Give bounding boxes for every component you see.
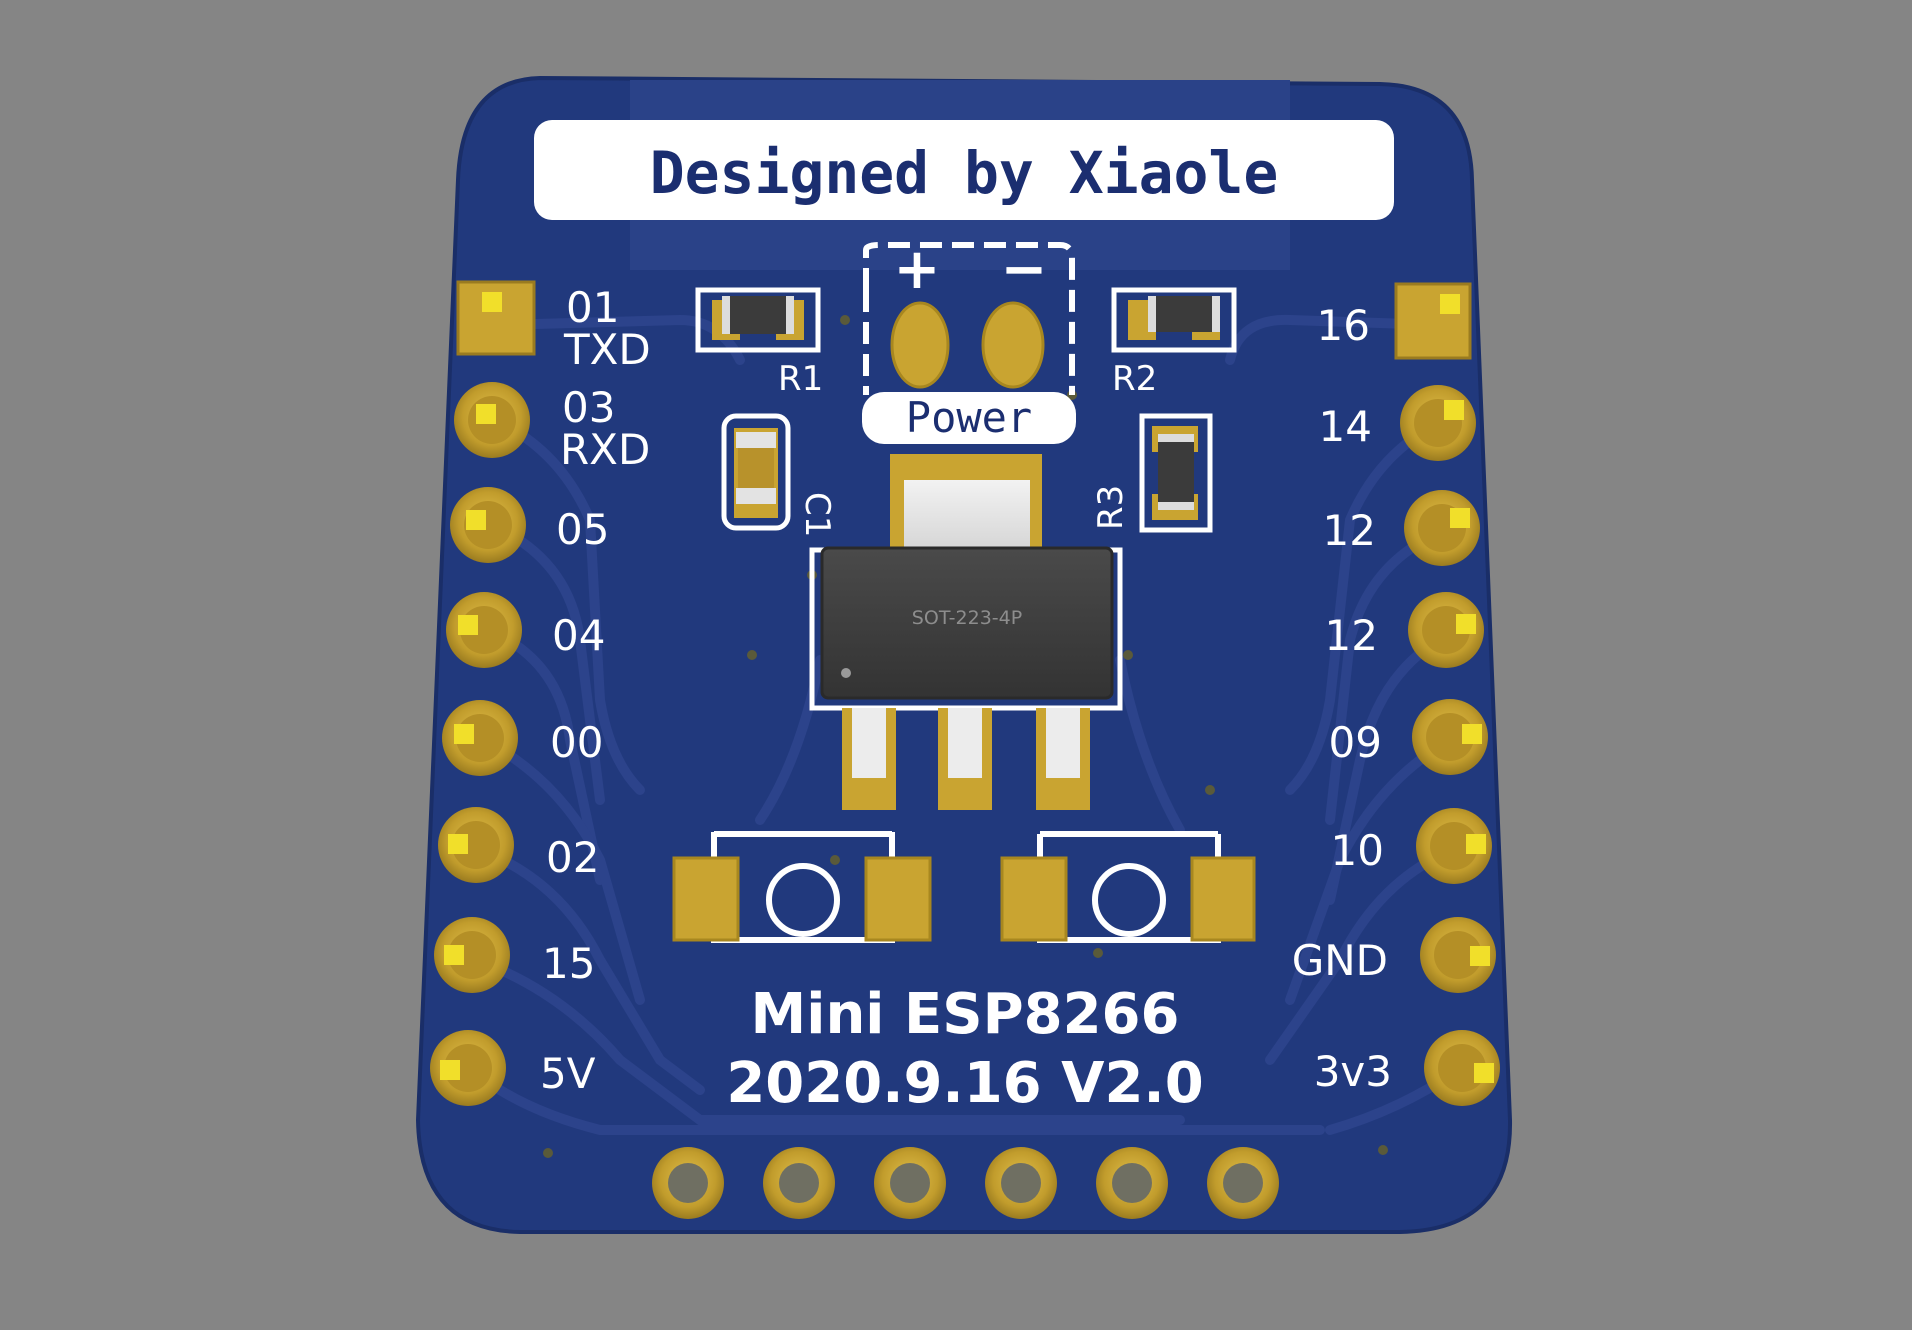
pin-label: 5V — [540, 1049, 596, 1098]
pin-center — [482, 292, 502, 312]
regulator-body — [820, 546, 1114, 700]
r3-label: R3 — [1091, 485, 1131, 530]
pin-label: 14 — [1319, 402, 1372, 451]
pin-hole-right-1 — [1400, 385, 1476, 461]
pin-label: 00 — [550, 718, 603, 767]
regulator-tab — [904, 480, 1030, 550]
power-connector: Power + − — [862, 237, 1076, 444]
pin-hole-left-2 — [450, 487, 526, 563]
pin-hole-bottom-6 — [1207, 1147, 1279, 1219]
right-header — [1394, 282, 1500, 1106]
board-title: Mini ESP8266 — [751, 982, 1180, 1047]
pin-label: 09 — [1329, 718, 1382, 767]
pin-hole-bottom-4 — [985, 1147, 1057, 1219]
pin-hole-bottom-2 — [763, 1147, 835, 1219]
pin-label: GND — [1292, 936, 1388, 985]
pin-label: 16 — [1317, 301, 1370, 350]
power-pad-minus — [981, 301, 1045, 389]
r1-label: R1 — [778, 359, 823, 399]
switch-left — [672, 831, 932, 943]
pin-hole-right-2 — [1404, 490, 1480, 566]
pin-hole-right-6 — [1420, 917, 1496, 993]
pin-label: 02 — [546, 833, 599, 882]
switch-right — [1000, 831, 1256, 943]
pin-label: 03 — [562, 383, 615, 432]
pin-hole-bottom-1 — [652, 1147, 724, 1219]
pin-hole-right-7 — [1424, 1030, 1500, 1106]
left-header — [430, 280, 536, 1106]
pin-label: 05 — [556, 505, 609, 554]
power-outline — [863, 242, 1075, 395]
pin-label: 12 — [1325, 611, 1378, 660]
banner-box — [534, 120, 1394, 220]
pin-label: 10 — [1331, 826, 1384, 875]
pin-hole-left-7 — [430, 1030, 506, 1106]
pin-hole-left-6 — [434, 917, 510, 993]
power-label: Power — [906, 393, 1032, 442]
pin-hole-right-5 — [1416, 808, 1492, 884]
resistor-r3: R3 — [1091, 413, 1213, 533]
bottom-header — [652, 1147, 1279, 1219]
regulator-leads — [842, 708, 1090, 810]
pin-label: 12 — [1323, 506, 1376, 555]
pin-center — [1440, 294, 1460, 314]
pin-hole-left-1 — [454, 382, 530, 458]
pin-hole-left-4 — [442, 700, 518, 776]
sot223-regulator: SOT-223-4P — [809, 454, 1123, 810]
pin-hole-bottom-3 — [874, 1147, 946, 1219]
left-pin-labels: 01 TXD 03 RXD 05 04 00 02 15 5V — [540, 283, 651, 1098]
pin-hole-right-3 — [1408, 592, 1484, 668]
pin-label: RXD — [560, 425, 650, 474]
pin-hole-left-3 — [446, 592, 522, 668]
power-plus: + — [894, 237, 941, 302]
pin-label: TXD — [563, 325, 651, 374]
resistor-r1: R1 — [695, 287, 823, 399]
power-label-box — [862, 392, 1076, 444]
pin-label: 15 — [542, 939, 595, 988]
power-minus: − — [1001, 237, 1048, 302]
banner-text: Designed by Xiaole — [650, 139, 1279, 207]
pin-label: 3v3 — [1314, 1047, 1392, 1096]
pin-hole-bottom-5 — [1096, 1147, 1168, 1219]
right-pin-labels: 16 14 12 12 09 10 GND 3v3 — [1292, 301, 1392, 1096]
pin-label: 01 — [566, 283, 619, 332]
pin-hole-left-5 — [438, 807, 514, 883]
pin-hole-right-4 — [1412, 699, 1488, 775]
pin-label: 04 — [552, 611, 605, 660]
resistor-r2: R2 — [1111, 287, 1237, 399]
board-version: 2020.9.16 V2.0 — [726, 1051, 1203, 1116]
capacitor-c1: C1 — [721, 413, 837, 537]
chip-label: SOT-223-4P — [912, 607, 1022, 629]
power-pad-plus — [890, 301, 950, 389]
pin1-dot — [841, 668, 851, 678]
c1-label: C1 — [797, 492, 837, 537]
r2-label: R2 — [1112, 359, 1157, 399]
